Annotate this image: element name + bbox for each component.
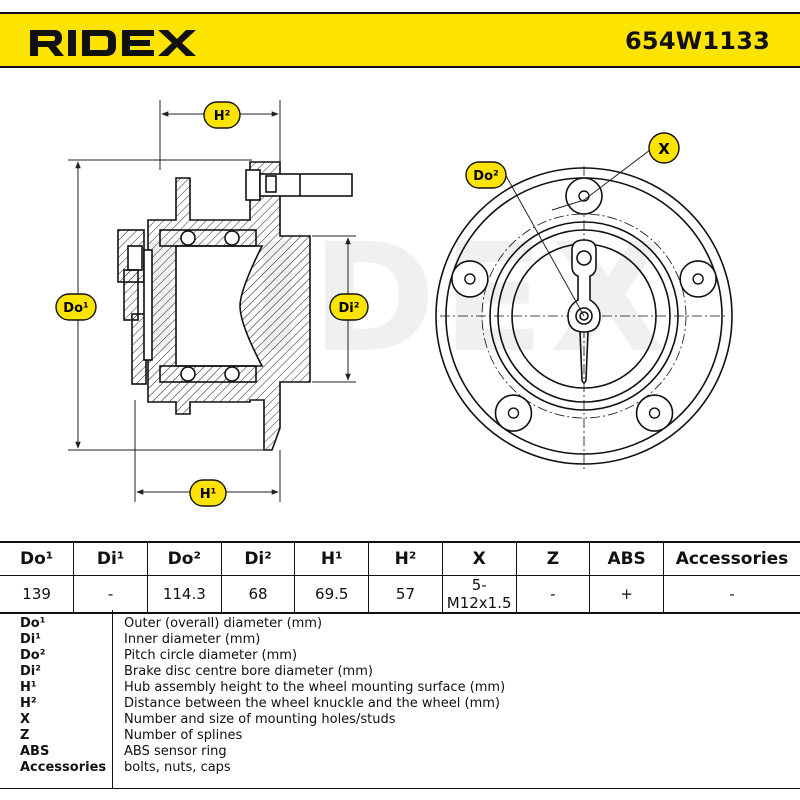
- legend-row: H² Distance between the wheel knuckle an…: [0, 696, 800, 712]
- legend-key: X: [20, 712, 31, 727]
- label-do1: Do¹: [63, 301, 88, 316]
- spec-header-cell: H²: [368, 541, 443, 576]
- legend-divider: [112, 610, 113, 788]
- header-band: 654W1133: [0, 12, 800, 68]
- legend-row: X Number and size of mounting holes/stud…: [0, 712, 800, 728]
- legend-key: ABS: [20, 744, 50, 759]
- spec-header-cell: Z: [515, 541, 591, 576]
- stud-hole: [679, 260, 717, 298]
- spec-value-row: 139 - 114.3 68 69.5 57 5-M12x1.5 - + -: [0, 575, 800, 614]
- ridex-logo-icon: [30, 30, 196, 56]
- spec-value-cell: 5-M12x1.5: [441, 575, 517, 614]
- label-h2: H²: [214, 109, 231, 124]
- spec-value-cell: +: [589, 575, 664, 614]
- legend-key: Do²: [20, 648, 46, 663]
- spec-value-cell: -: [73, 575, 148, 614]
- legend-desc: Pitch circle diameter (mm): [124, 648, 298, 663]
- brand-logo: [28, 26, 198, 64]
- stud-hole: [565, 177, 603, 215]
- spec-header-cell: H¹: [294, 541, 370, 576]
- stud-holes: [451, 177, 717, 432]
- legend-key: Di¹: [20, 632, 41, 647]
- spec-header-cell: Di²: [220, 541, 296, 576]
- legend-key: Accessories: [20, 760, 107, 775]
- legend-key: H¹: [20, 680, 37, 695]
- spec-value-cell: 139: [0, 575, 75, 614]
- centre-detail: [567, 239, 601, 384]
- legend-key: Do¹: [20, 616, 46, 631]
- legend-desc: ABS sensor ring: [124, 744, 227, 759]
- legend-desc: Number of splines: [124, 728, 243, 743]
- stud-hole: [451, 260, 489, 298]
- legend-key: H²: [20, 696, 37, 711]
- legend-row: Do¹ Outer (overall) diameter (mm): [0, 616, 800, 632]
- stud-hole: [494, 394, 533, 432]
- spec-value-cell: 68: [220, 575, 296, 614]
- legend-row: ABS ABS sensor ring: [0, 744, 800, 760]
- technical-drawing: RIDEX: [55, 100, 733, 507]
- spec-header-cell: Di¹: [73, 541, 148, 576]
- front-labels: Do² X: [465, 132, 680, 189]
- legend-row: Do² Pitch circle diameter (mm): [0, 648, 800, 664]
- label-di2: Di²: [339, 301, 360, 316]
- spec-table: Do¹ Di¹ Do² Di² H¹ H² X Z ABS Accessorie…: [0, 541, 800, 614]
- legend-desc: Hub assembly height to the wheel mountin…: [124, 680, 506, 695]
- legend-row: Accessories bolts, nuts, caps: [0, 760, 800, 776]
- legend: Do¹ Outer (overall) diameter (mm) Di¹ In…: [0, 610, 800, 789]
- label-x: X: [658, 140, 670, 158]
- legend-desc: Brake disc centre bore diameter (mm): [124, 664, 373, 679]
- legend-desc: Number and size of mounting holes/studs: [124, 712, 396, 727]
- legend-desc: Inner diameter (mm): [124, 632, 261, 647]
- side-section-view: [117, 161, 353, 451]
- legend-row: Z Number of splines: [0, 728, 800, 744]
- legend-row: Di¹ Inner diameter (mm): [0, 632, 800, 648]
- label-h1: H¹: [200, 487, 217, 502]
- spec-header-cell: Accessories: [663, 541, 800, 576]
- legend-desc: Distance between the wheel knuckle and t…: [124, 696, 500, 711]
- part-number: 654W1133: [625, 27, 770, 55]
- stud-hole: [635, 394, 674, 432]
- spec-value-cell: 57: [368, 575, 443, 614]
- legend-row: H¹ Hub assembly height to the wheel moun…: [0, 680, 800, 696]
- spec-value-cell: -: [663, 575, 800, 614]
- legend-row: Di² Brake disc centre bore diameter (mm): [0, 664, 800, 680]
- legend-desc: Outer (overall) diameter (mm): [124, 616, 323, 631]
- legend-desc: bolts, nuts, caps: [124, 760, 231, 775]
- spec-value-cell: -: [515, 575, 591, 614]
- front-leaders: [504, 149, 651, 317]
- legend-key: Z: [20, 728, 30, 743]
- spec-header-cell: X: [441, 541, 517, 576]
- side-labels: H² H¹ Do¹ Di²: [55, 101, 369, 507]
- spec-value-cell: 69.5: [294, 575, 370, 614]
- label-do2: Do²: [473, 169, 498, 184]
- spec-header-cell: ABS: [589, 541, 664, 576]
- spec-header-cell: Do²: [146, 541, 222, 576]
- spec-header-row: Do¹ Di¹ Do² Di² H¹ H² X Z ABS Accessorie…: [0, 541, 800, 576]
- legend-key: Di²: [20, 664, 41, 679]
- spec-value-cell: 114.3: [146, 575, 222, 614]
- spec-header-cell: Do¹: [0, 541, 75, 576]
